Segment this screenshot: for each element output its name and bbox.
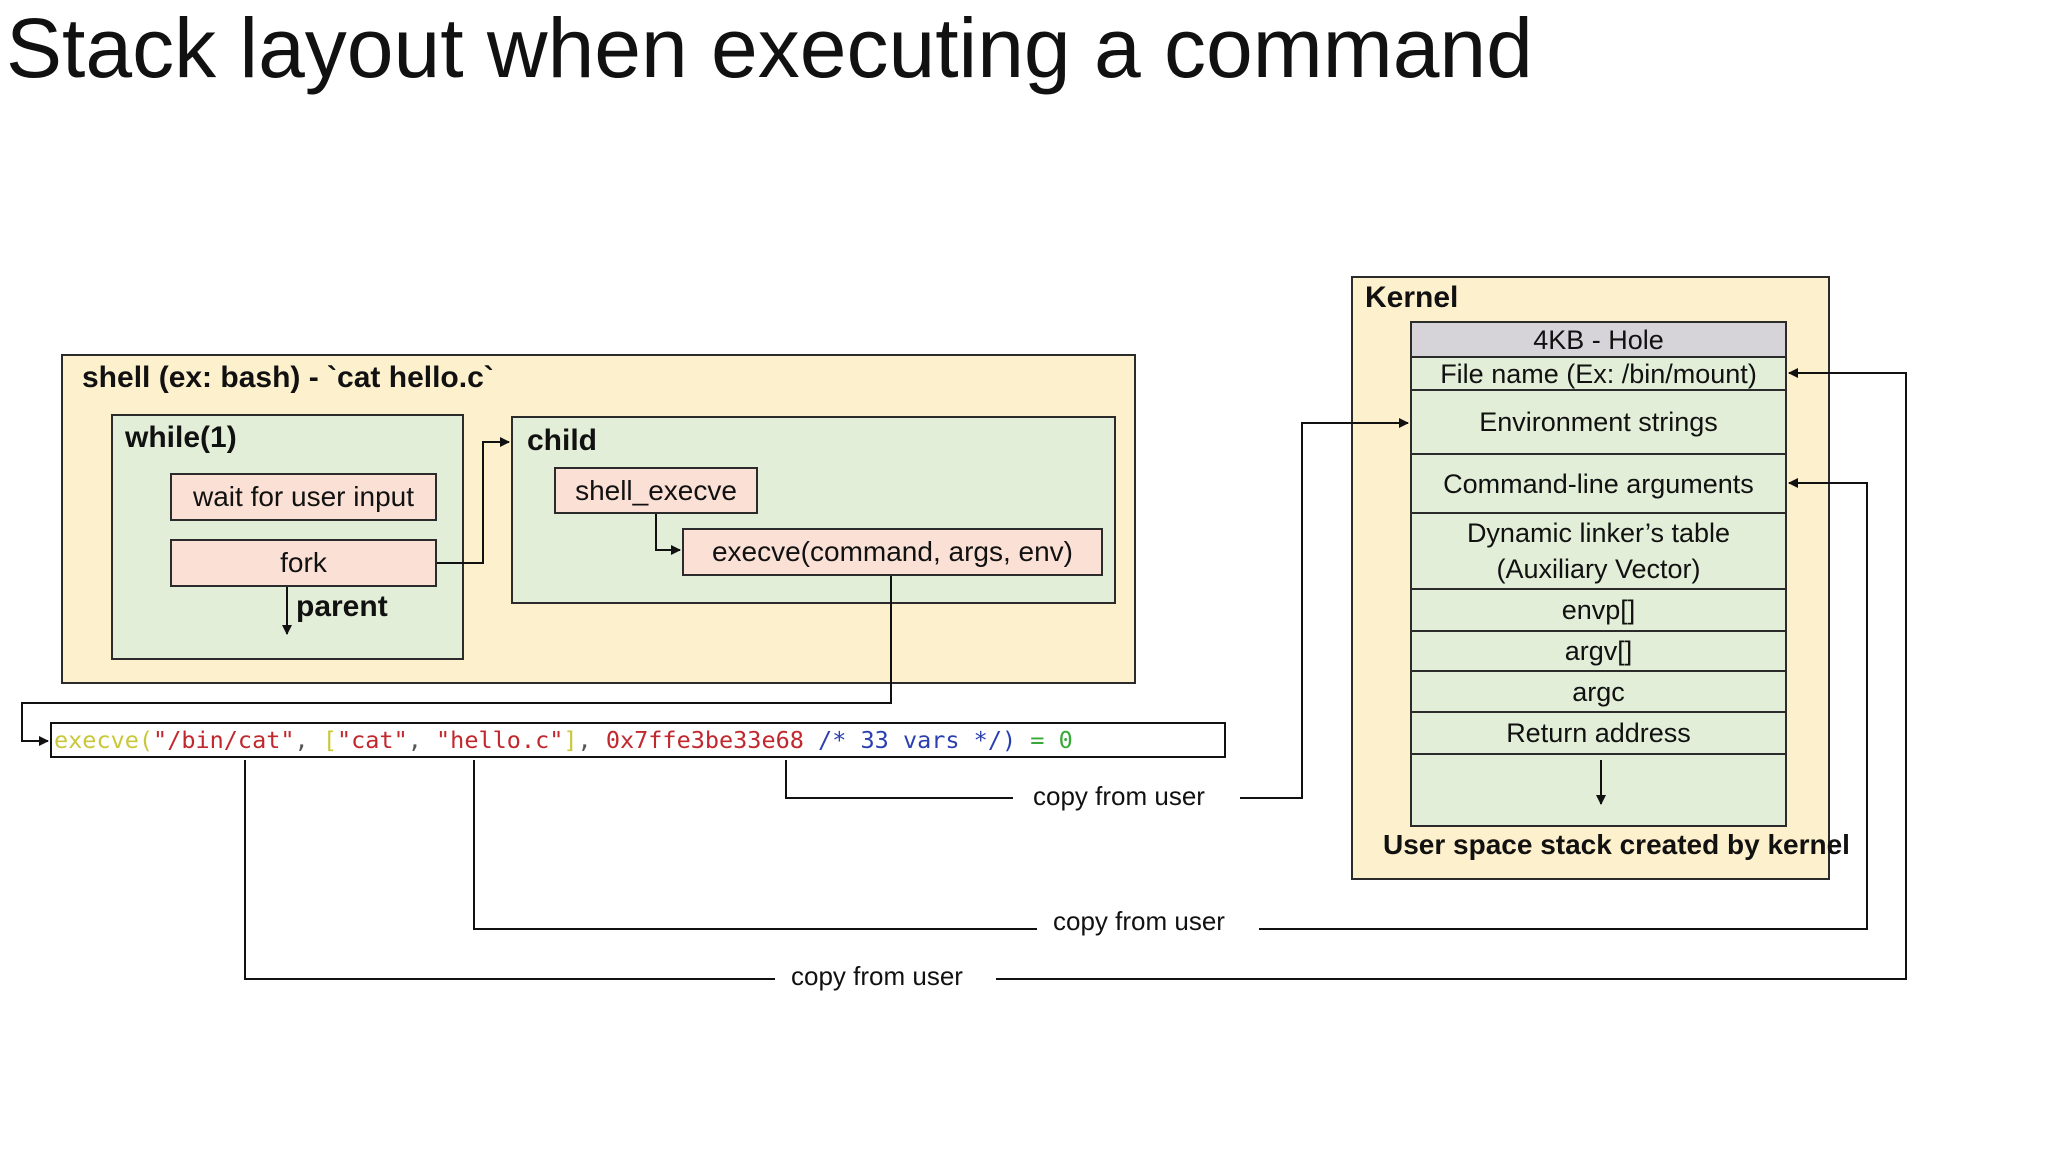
trace-comma: , (577, 726, 606, 754)
execve-to-trace-arrow (21, 576, 892, 746)
trace-comment: /* 33 vars */ (803, 726, 1002, 754)
user-stack: 4KB - Hole File name (Ex: /bin/mount) En… (1410, 321, 1787, 827)
trace-equals: = (1016, 726, 1059, 754)
slide-title: Stack layout when executing a command (6, 1, 1533, 95)
wait-for-input-box: wait for user input (170, 473, 437, 521)
trace-arg0: "cat" (336, 726, 408, 754)
trace-arg1: "hello.c" (436, 726, 564, 754)
stack-cell-hole: 4KB - Hole (1412, 323, 1785, 358)
filename-copy-arrow (996, 368, 1907, 980)
args-copy-line (473, 760, 1037, 930)
shell-label: shell (ex: bash) - `cat hello.c` (82, 361, 494, 394)
stack-cell-cmdline-args: Command-line arguments (1412, 455, 1785, 514)
trace-open-bracket: [ (322, 726, 337, 754)
stack-cell-return-address: Return address (1412, 713, 1785, 755)
while-loop-label: while(1) (125, 421, 237, 454)
fork-box: fork (170, 539, 437, 587)
filename-copy-line (244, 760, 775, 980)
copy-label-filename: copy from user (777, 961, 977, 992)
trace-close-paren: ) (1001, 726, 1017, 754)
stack-cell-argv: argv[] (1412, 632, 1785, 672)
trace-return-value: 0 (1058, 726, 1073, 754)
env-copy-line (785, 760, 1013, 799)
env-copy-arrow (1240, 418, 1409, 799)
trace-comma: , (407, 726, 437, 754)
shell-execve-box: shell_execve (554, 467, 758, 514)
kernel-label: Kernel (1365, 281, 1459, 314)
parent-label: parent (296, 590, 388, 623)
args-copy-arrow (1259, 478, 1868, 930)
syscall-trace-line: execve("/bin/cat", ["cat", "hello.c"], 0… (50, 722, 1226, 758)
copy-label-args: copy from user (1039, 906, 1239, 937)
execve-call-box: execve(command, args, env) (682, 528, 1103, 576)
trace-envp-address: 0x7ffe3be33e68 (605, 726, 804, 754)
stack-cell-argc: argc (1412, 672, 1785, 713)
trace-comma: , (294, 726, 323, 754)
fork-to-child-arrow (437, 437, 510, 564)
copy-label-env: copy from user (1019, 781, 1219, 812)
trace-close-bracket: ] (563, 726, 578, 754)
stack-cell-envp: envp[] (1412, 590, 1785, 632)
shell-execve-to-execve-arrow (655, 514, 681, 555)
stack-cell-filename: File name (Ex: /bin/mount) (1412, 358, 1785, 391)
trace-open-paren: ( (138, 726, 154, 754)
trace-path: "/bin/cat" (153, 726, 295, 754)
trace-fn: execve (54, 726, 139, 754)
stack-cell-aux-vector: Dynamic linker’s table (Auxiliary Vector… (1412, 514, 1785, 590)
stack-caption: User space stack created by kernel (1383, 829, 1850, 860)
child-label: child (527, 424, 598, 457)
stack-cell-env-strings: Environment strings (1412, 391, 1785, 455)
